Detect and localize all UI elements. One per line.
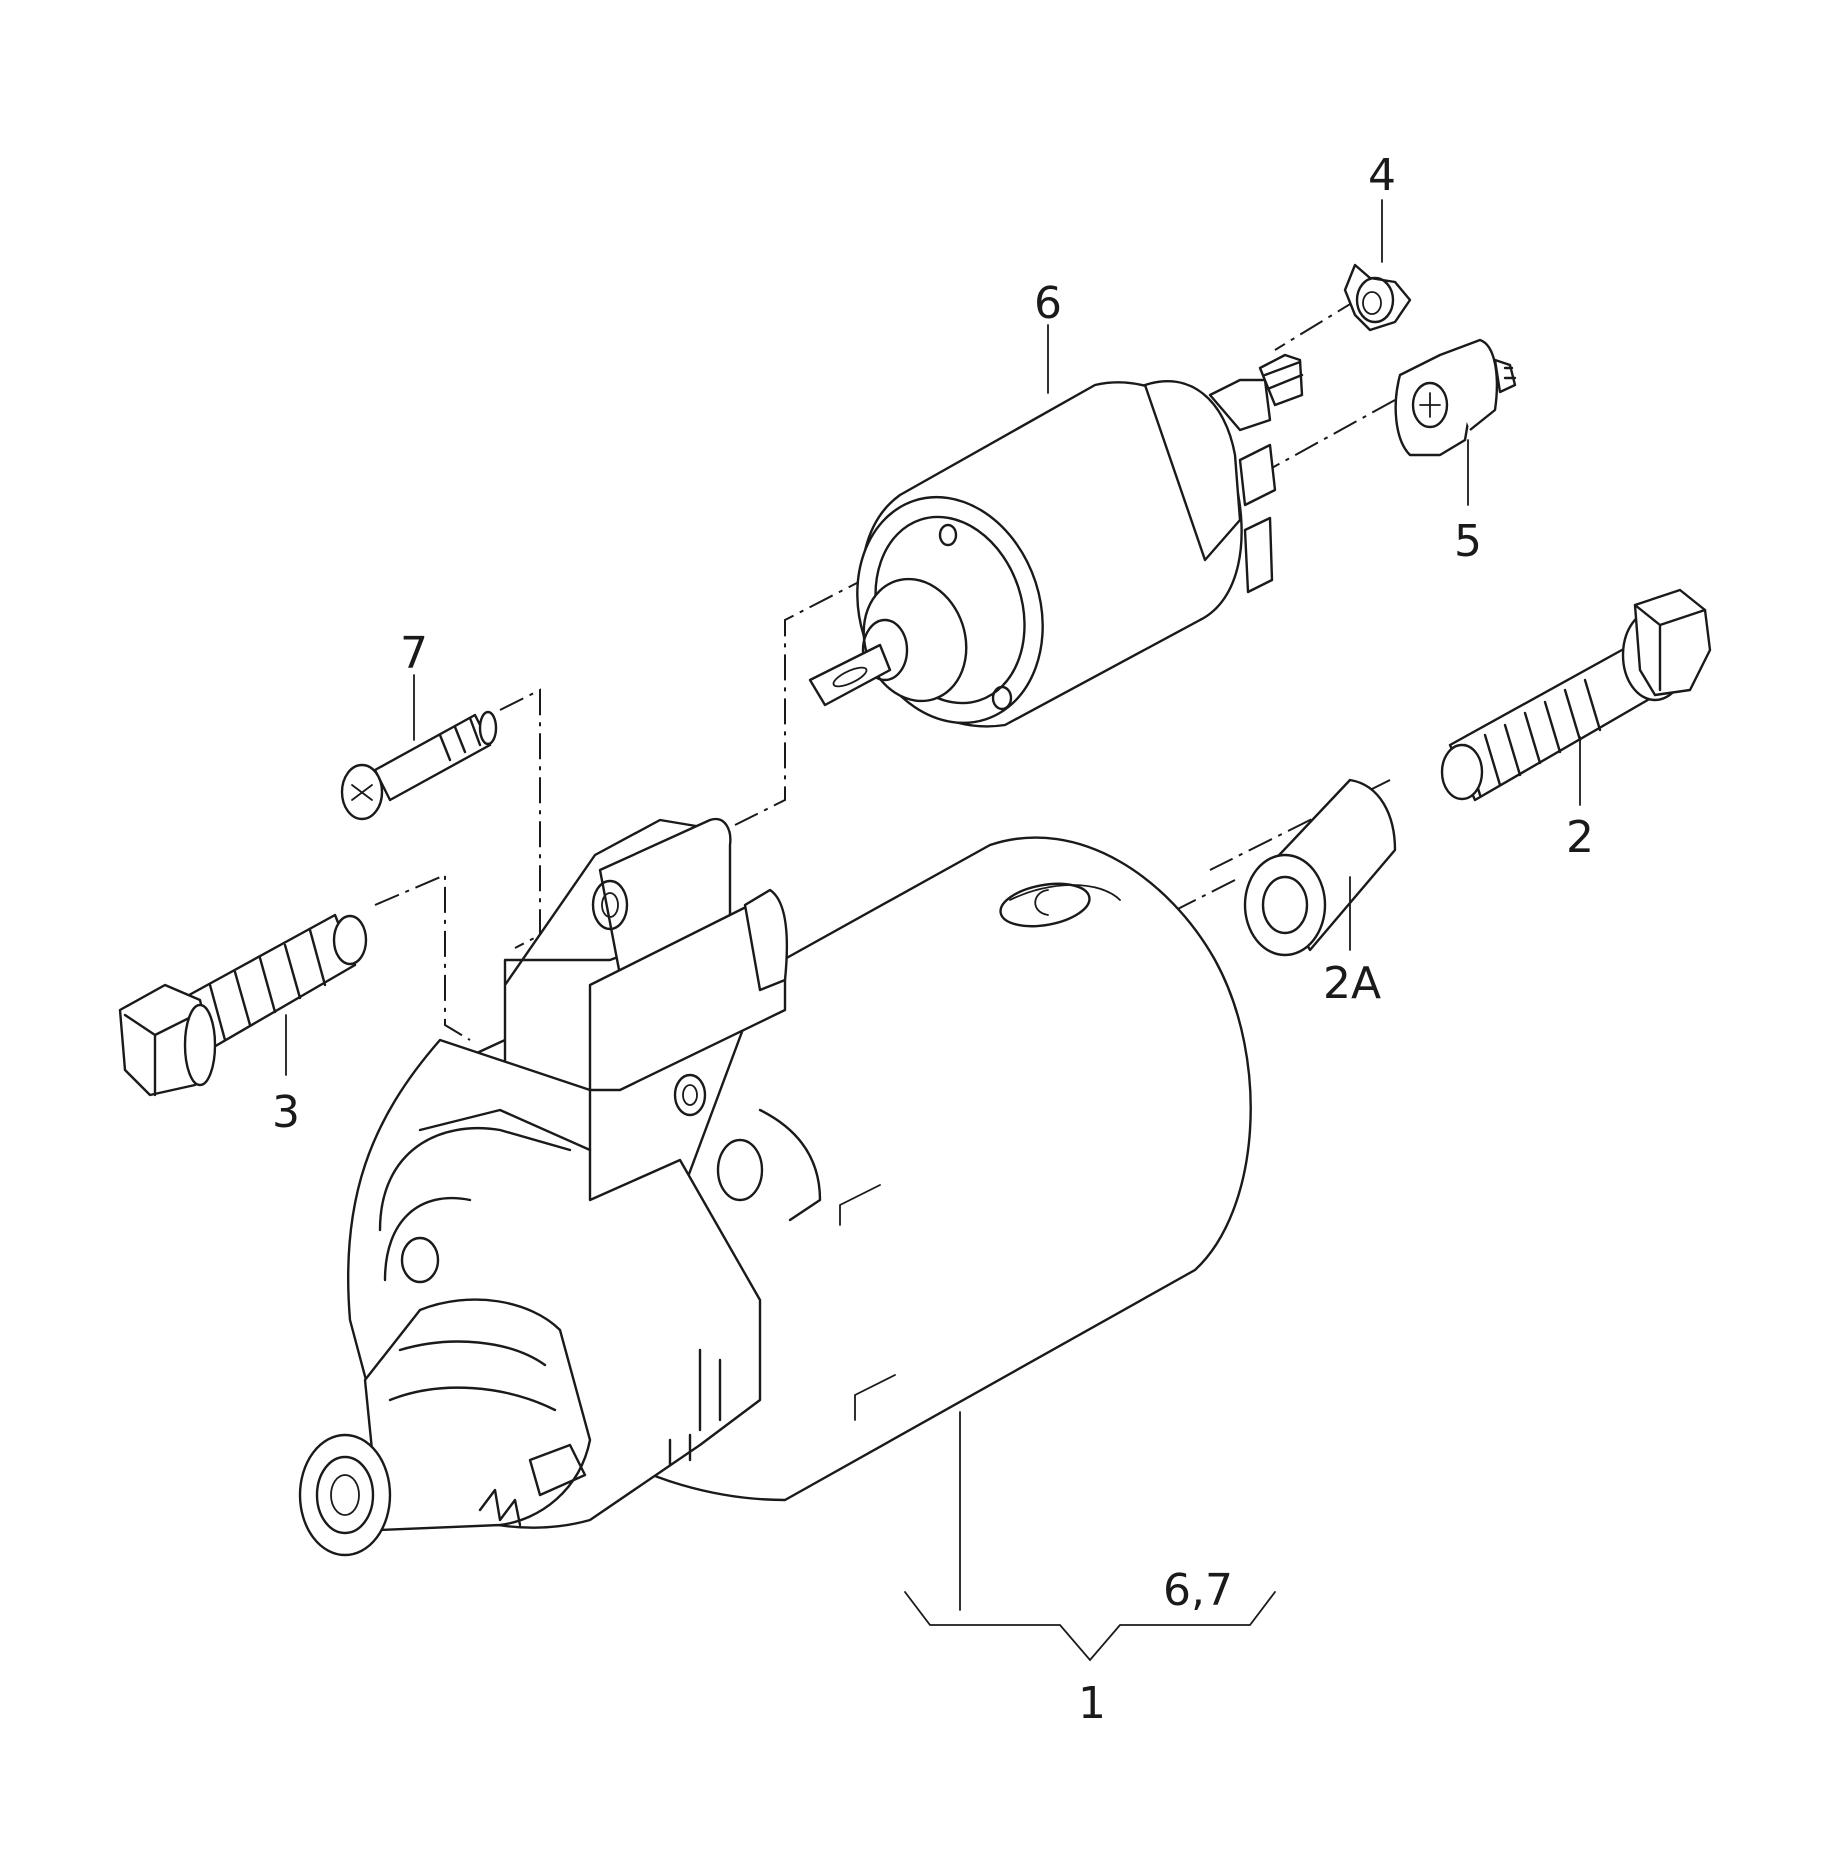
nut	[1343, 263, 1412, 332]
solenoid-switch	[808, 353, 1304, 728]
callout-7: 7	[400, 628, 428, 679]
leader-lines	[285, 199, 1581, 1662]
callout-1: 1	[1078, 1678, 1106, 1729]
callout-4: 4	[1368, 150, 1396, 201]
callout-3: 3	[272, 1087, 300, 1138]
callout-2a: 2A	[1323, 958, 1381, 1009]
countersunk-screw	[340, 710, 498, 821]
starter-motor	[298, 817, 1252, 1557]
mounting-bolt-long	[1440, 588, 1712, 802]
callout-6: 6	[1034, 278, 1062, 329]
callout-2: 2	[1566, 812, 1594, 863]
callout-6-7: 6,7	[1163, 1565, 1233, 1616]
spacer-sleeve	[1243, 778, 1397, 957]
terminal-connector	[1394, 338, 1517, 457]
callout-5: 5	[1454, 516, 1482, 567]
hex-bolt	[118, 913, 368, 1097]
part-callouts: 4 6 5 7 2 2A 3 6,7 1	[272, 150, 1594, 1729]
